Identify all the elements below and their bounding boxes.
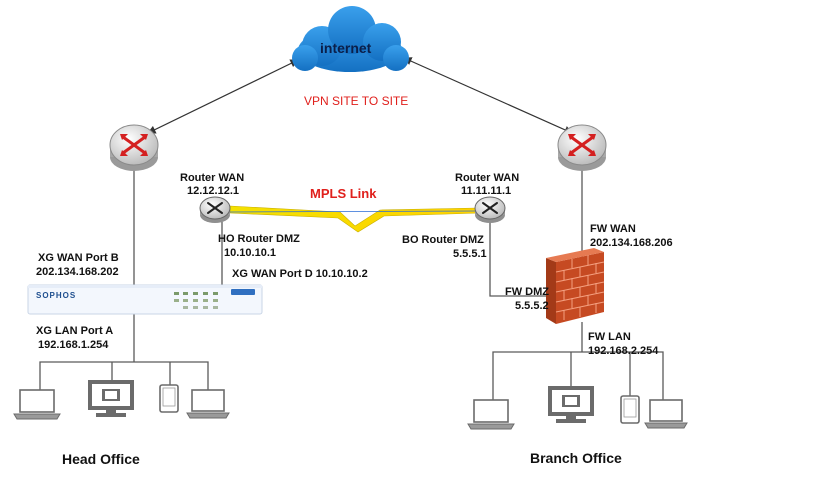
xg-wan-port-b-ip: 202.134.168.202 <box>36 266 119 278</box>
bo-router-wan-ip: 11.11.11.1 <box>461 185 511 197</box>
mpls-label: MPLS Link <box>310 186 377 201</box>
xg-lan-port-a-ip: 192.168.1.254 <box>38 339 109 351</box>
ho-router-wan-label: Router WAN <box>180 172 244 184</box>
ho-laptop-right-icon <box>186 389 230 419</box>
ho-router-wan-ip: 12.12.12.1 <box>187 185 239 197</box>
xg-wan-port-b-label: XG WAN Port B <box>38 252 119 264</box>
branch-office-title: Branch Office <box>530 450 622 466</box>
ho-mpls-router-icon <box>199 196 231 223</box>
wire-ho-lan-bus <box>39 361 209 390</box>
ho-router-dmz-label: HO Router DMZ <box>218 233 300 245</box>
vpn-label: VPN SITE TO SITE <box>304 94 408 108</box>
appliance-brand: SOPHOS <box>36 291 76 300</box>
bo-desktop-pc-icon <box>548 386 594 423</box>
wire-bo-lan-bus <box>492 351 664 400</box>
ho-router-dmz-ip: 10.10.10.1 <box>224 247 276 259</box>
xg-wan-port-d: XG WAN Port D 10.10.10.2 <box>232 268 368 280</box>
fw-lan-ip: 192.168.2.254 <box>588 345 659 357</box>
fw-dmz-label: FW DMZ <box>505 286 549 298</box>
mpls-line <box>229 210 479 213</box>
arrow-ho-internet <box>147 59 299 134</box>
bo-laptop-right-icon <box>644 399 688 429</box>
cloud-label: internet <box>320 40 372 56</box>
ho-laptop-left-icon <box>13 389 61 420</box>
bo-router-wan-label: Router WAN <box>455 172 519 184</box>
fw-wan-ip: 202.134.168.206 <box>590 237 673 249</box>
bo-router-dmz-label: BO Router DMZ <box>402 234 484 246</box>
mpls-bolt-icon <box>229 205 481 233</box>
sophos-xg-appliance: SOPHOS <box>27 284 263 315</box>
branch-firewall-icon <box>546 248 605 324</box>
fw-wan-label: FW WAN <box>590 223 636 235</box>
ho-desktop-pc-icon <box>88 380 134 417</box>
ho-internet-router-icon <box>109 124 159 171</box>
wire-bo-dmz-to-fw <box>489 222 556 297</box>
fw-lan-label: FW LAN <box>588 331 631 343</box>
bo-laptop-left-icon <box>467 399 515 430</box>
head-office-title: Head Office <box>62 451 140 467</box>
appliance-model-badge <box>231 289 255 295</box>
bo-internet-router-icon <box>557 124 607 171</box>
mpls-link: MPLS Link <box>229 186 481 233</box>
appliance-port-leds-icon <box>174 292 218 309</box>
arrow-bo-internet <box>403 57 573 134</box>
bo-mpls-router-icon <box>474 196 506 223</box>
fw-dmz-ip: 5.5.5.2 <box>515 300 549 312</box>
bo-router-dmz-ip: 5.5.5.1 <box>453 248 487 260</box>
wires <box>39 170 664 400</box>
xg-lan-port-a-label: XG LAN Port A <box>36 325 113 337</box>
internet-cloud-icon: internet <box>292 6 409 72</box>
bo-tablet-icon <box>620 395 640 424</box>
ho-tablet-icon <box>159 384 179 413</box>
